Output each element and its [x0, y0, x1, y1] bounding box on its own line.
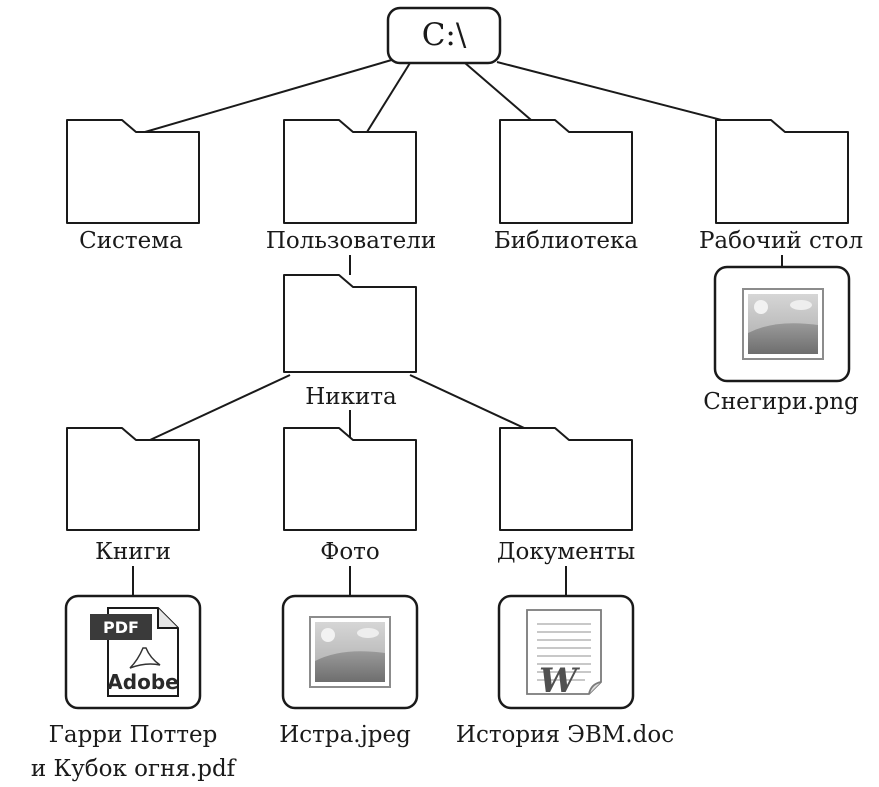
image-file-icon [309, 616, 391, 688]
folder-documents[interactable] [499, 427, 633, 531]
folder-icon [499, 119, 633, 224]
folder-icon [499, 427, 633, 531]
folder-label-desktop: Рабочий стол [699, 228, 863, 254]
folder-icon [66, 119, 200, 224]
folder-label-nikita: Никита [305, 384, 397, 410]
connector-root-system [144, 58, 396, 133]
folder-label-library: Библиотека [494, 228, 639, 254]
folder-icon [283, 427, 417, 531]
file-label-harry-line2: и Кубок огня.pdf [31, 756, 237, 782]
folder-icon [283, 119, 417, 224]
file-label-harry-line1: Гарри Поттер [49, 722, 218, 748]
file-snegiri[interactable] [713, 265, 851, 383]
folder-label-users: Пользователи [266, 228, 436, 254]
file-istra[interactable] [281, 594, 419, 710]
folder-icon [66, 427, 200, 531]
folder-label-photo: Фото [320, 539, 380, 565]
folder-books[interactable] [66, 427, 200, 531]
folder-users[interactable] [283, 119, 417, 224]
pdf-brand-label: Adobe [107, 670, 178, 694]
file-label-snegiri: Снегири.png [703, 389, 859, 415]
folder-desktop[interactable] [715, 119, 849, 224]
folder-label-system: Система [79, 228, 183, 254]
image-file-icon [742, 288, 824, 360]
folder-system[interactable] [66, 119, 200, 224]
pdf-file-icon: PDF Adobe [90, 607, 179, 697]
folder-photo[interactable] [283, 427, 417, 531]
folder-library[interactable] [499, 119, 633, 224]
file-label-istra: Истра.jpeg [279, 722, 411, 748]
connector-nikita-books [149, 374, 291, 441]
root-drive[interactable]: C:\ [386, 6, 502, 65]
folder-nikita[interactable] [283, 274, 417, 373]
word-document-icon: W [526, 609, 602, 701]
file-harry-potter[interactable]: PDF Adobe [64, 594, 202, 710]
file-history[interactable]: W [497, 594, 635, 710]
doc-brand-label: W [539, 661, 580, 701]
connector-root-users [366, 62, 411, 133]
folder-label-documents: Документы [497, 539, 635, 565]
pdf-band-label: PDF [103, 618, 139, 637]
file-label-history: История ЭВМ.doc [456, 722, 674, 748]
folder-label-books: Книги [95, 539, 171, 565]
root-drive-label: C:\ [422, 17, 467, 53]
folder-icon [283, 274, 417, 373]
tree-connectors [132, 58, 783, 596]
folder-icon [715, 119, 849, 224]
